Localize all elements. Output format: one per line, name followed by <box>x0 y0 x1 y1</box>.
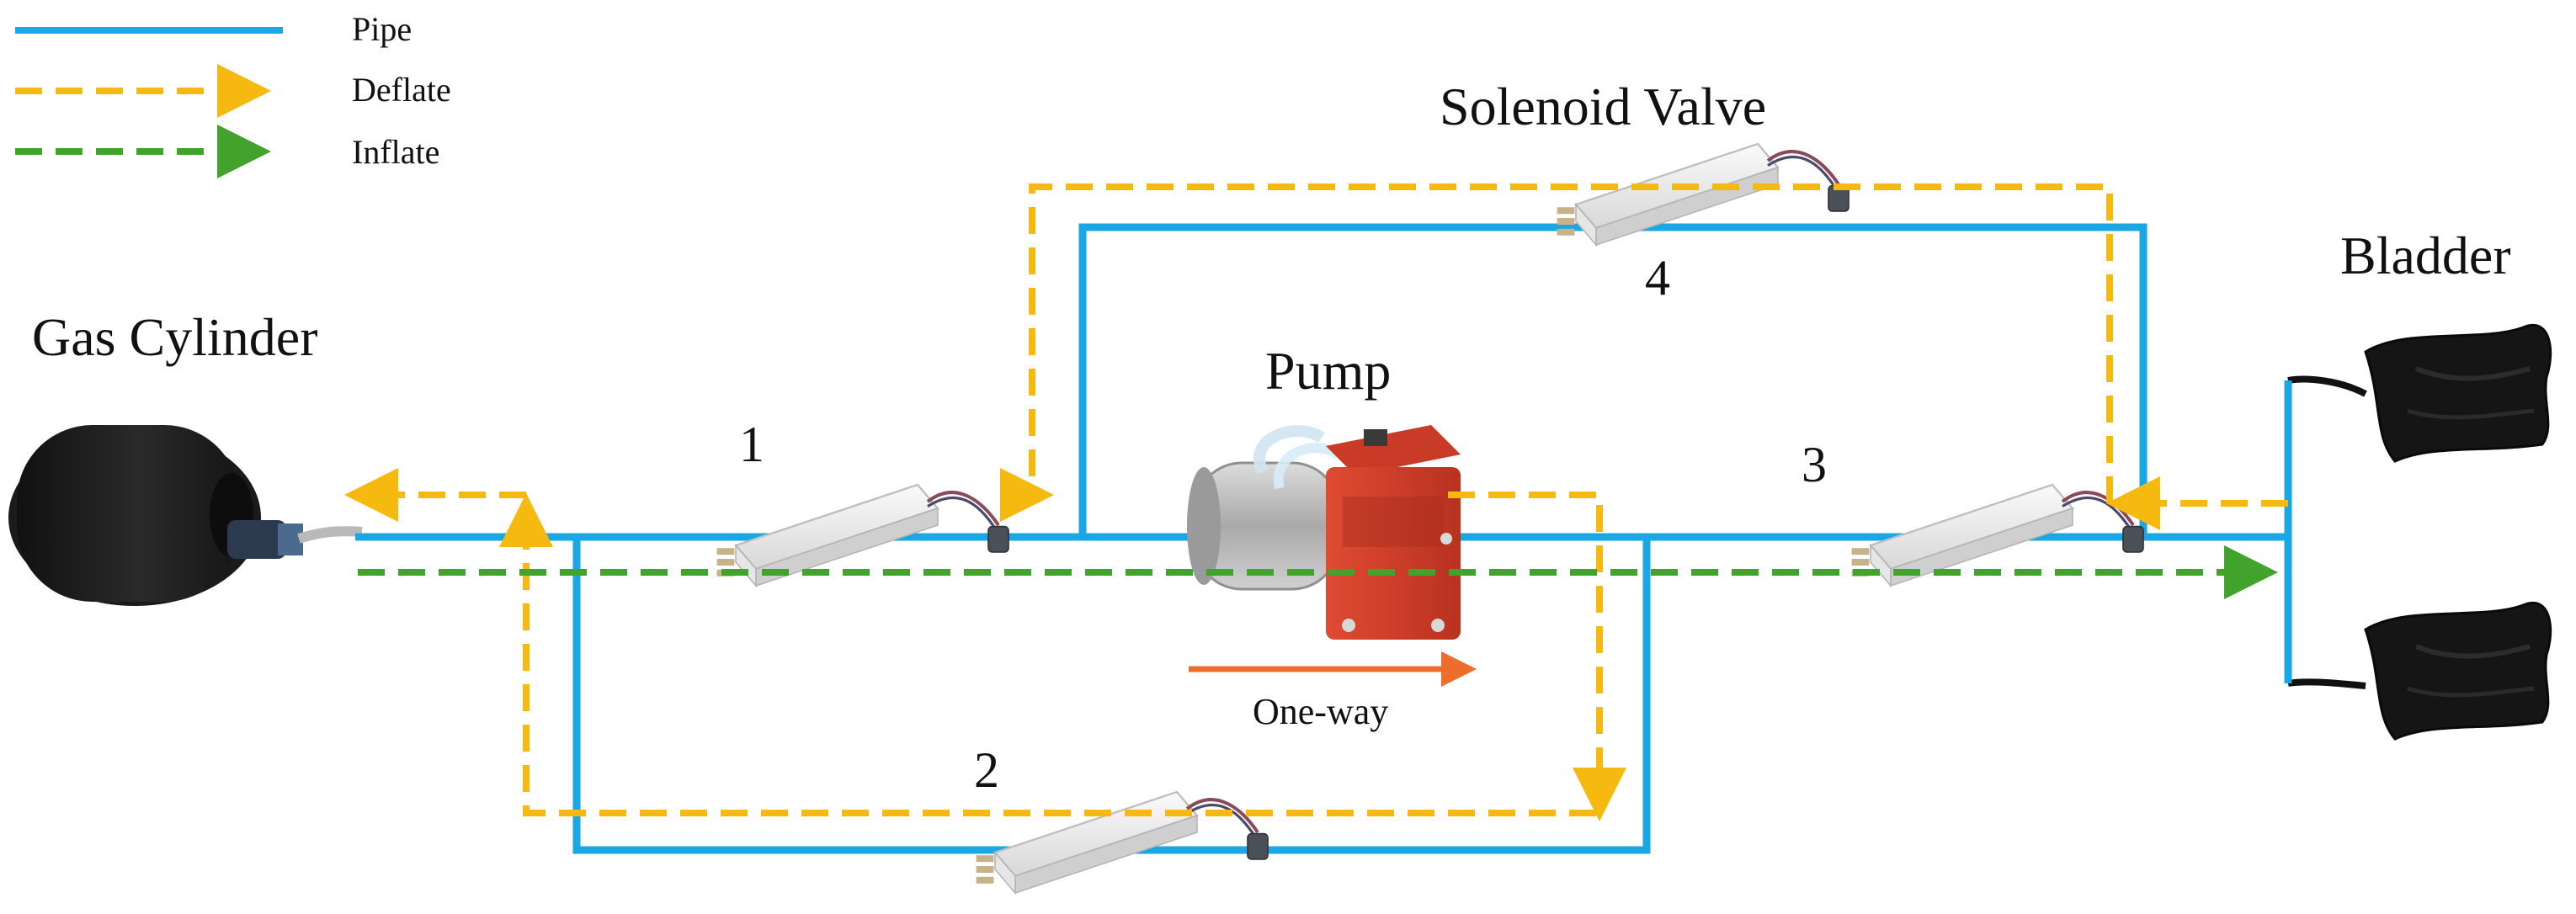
one-way-label: One-way <box>1253 691 1388 732</box>
valve-2-number: 2 <box>974 742 999 798</box>
deflate-flow <box>344 183 2288 821</box>
legend-pipe-label: Pipe <box>352 10 412 48</box>
gas-cylinder-label: Gas Cylinder <box>32 307 318 367</box>
valve-4-number: 4 <box>1645 250 1670 306</box>
deflate-path-pump-down <box>1448 492 1626 821</box>
legend: Pipe Deflate Inflate <box>15 10 451 178</box>
legend-deflate-label: Deflate <box>352 71 451 109</box>
pump-label: Pump <box>1265 341 1391 401</box>
bladder-icon <box>2287 325 2551 739</box>
solenoid-valve-label: Solenoid Valve <box>1440 77 1766 136</box>
deflate-path-lower <box>499 493 1596 816</box>
valve-3-number: 3 <box>1802 437 1827 492</box>
valve-2 <box>977 792 1268 893</box>
pipe-lower-bypass <box>572 537 1651 854</box>
legend-inflate-label: Inflate <box>352 133 439 171</box>
valve-1-number: 1 <box>739 417 764 472</box>
bladder-label: Bladder <box>2340 226 2511 285</box>
deflate-path-upper <box>1000 183 2113 522</box>
pump-icon <box>1187 425 1461 640</box>
gas-cylinder-icon <box>8 425 363 606</box>
